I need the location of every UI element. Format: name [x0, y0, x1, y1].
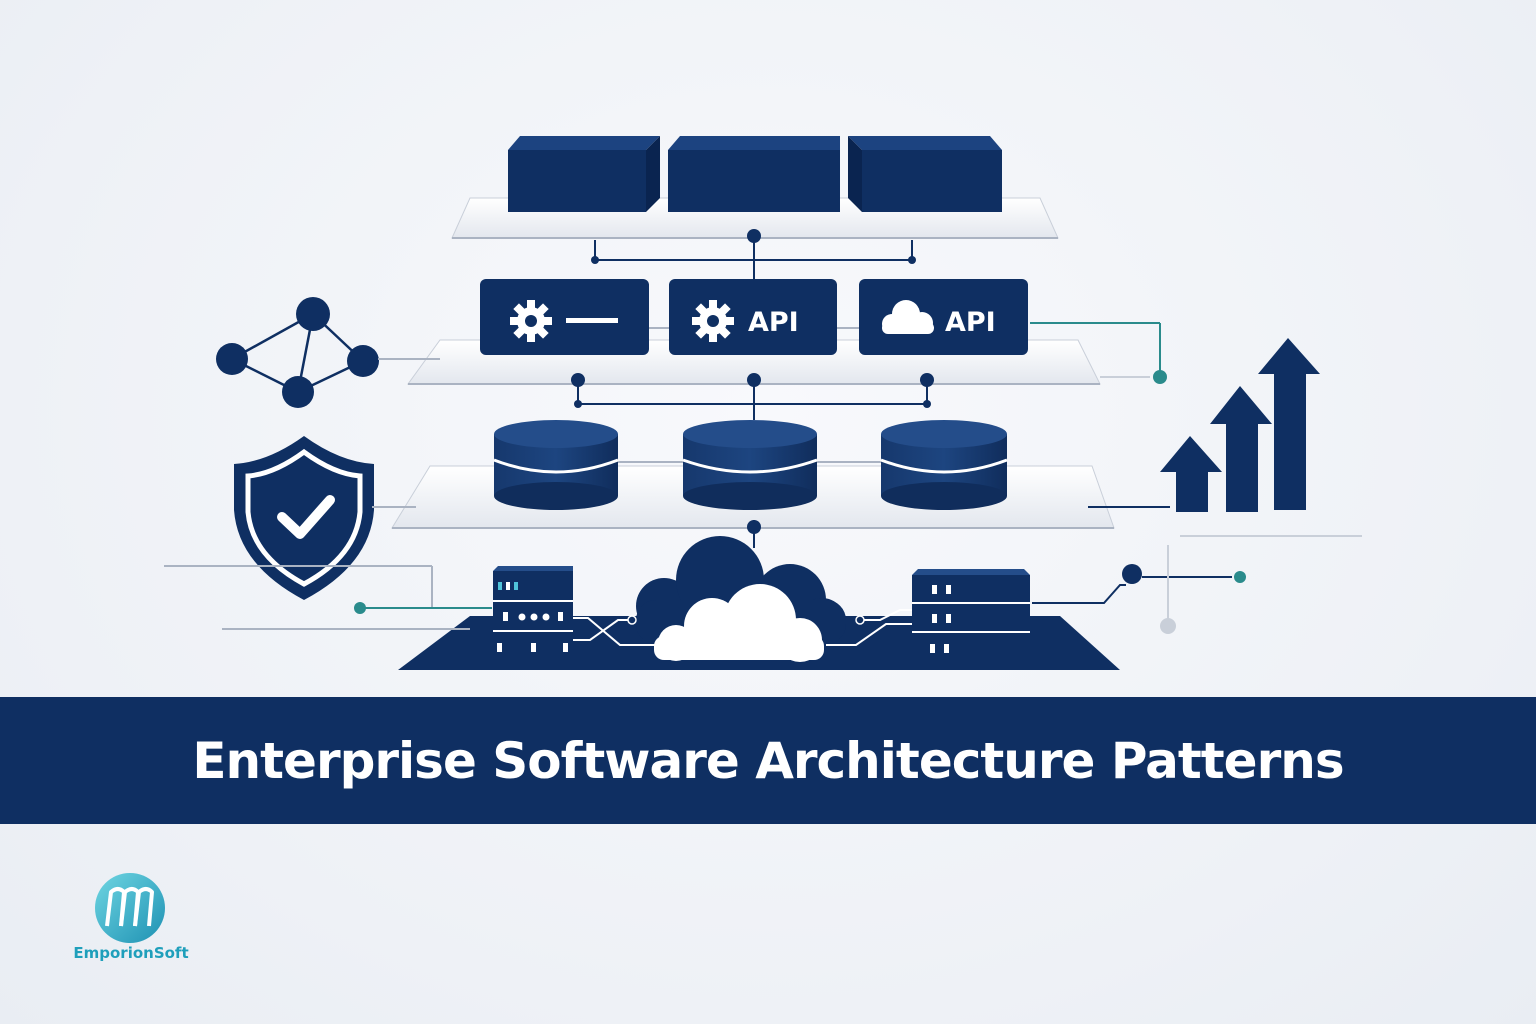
service-layer: API API: [407, 279, 1101, 385]
ui-block-2: [668, 136, 840, 212]
service-box-1: [480, 279, 649, 355]
decor-lines-right-bottom: [1032, 545, 1232, 620]
architecture-diagram: API API: [164, 136, 1362, 670]
shield-check-icon: [234, 436, 374, 600]
cloud-icon: [654, 584, 824, 662]
service-api-label: API: [945, 307, 996, 338]
service-box-2: API: [669, 279, 837, 355]
data-layer: [391, 420, 1115, 529]
server-rack-icon: [493, 566, 573, 657]
brand-name: EmporionSoft: [73, 944, 189, 962]
infrastructure-layer: [398, 536, 1120, 670]
cloud-icon: [882, 300, 934, 334]
title-banner: Enterprise Software Architecture Pattern…: [0, 697, 1536, 824]
decor-lines-right: [1030, 322, 1161, 372]
brand: EmporionSoft: [66, 872, 196, 972]
service-box-3: API: [859, 279, 1028, 355]
server-rack-icon: [912, 569, 1030, 661]
database-icon: [682, 420, 818, 510]
node-dot: [747, 229, 761, 243]
service-api-label: API: [748, 307, 799, 338]
gear-icon: [510, 300, 552, 342]
brand-logo-icon: [95, 873, 165, 943]
network-graph-icon: [216, 297, 379, 408]
presentation-layer: [451, 136, 1059, 239]
growth-arrows-icon: [1160, 338, 1320, 512]
gear-icon: [692, 300, 734, 342]
ui-block-1: [508, 136, 660, 212]
decor-lines-left: [164, 506, 470, 630]
network-cable: [573, 609, 912, 646]
database-icon: [493, 420, 619, 510]
database-icon: [880, 420, 1008, 510]
page-title: Enterprise Software Architecture Pattern…: [192, 731, 1344, 790]
ui-block-3: [848, 136, 1002, 212]
